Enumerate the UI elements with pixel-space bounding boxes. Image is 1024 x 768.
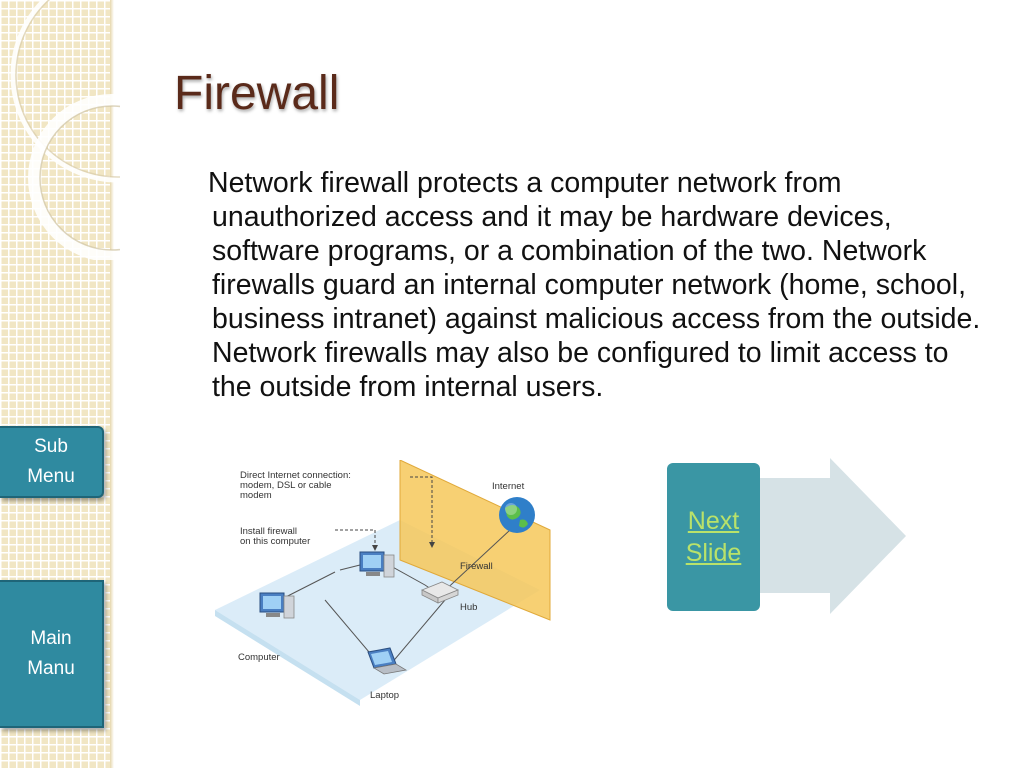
firewall-network-diagram: Direct Internet connection: modem, DSL o… [215, 460, 551, 706]
next-slide-link[interactable]: Next Slide [686, 505, 742, 569]
slide-title: Firewall [174, 67, 340, 120]
label-laptop: Laptop [370, 690, 399, 701]
label-computer: Computer [238, 652, 280, 663]
sub-menu-label-line2: Menu [27, 466, 75, 487]
sub-menu-label-line1: Sub [34, 436, 68, 457]
next-arrow-shape [760, 458, 906, 614]
label-direct-internet-2: modem, DSL or cable [240, 480, 332, 491]
firewall-computer-icon [359, 551, 395, 578]
firewall-wall [400, 460, 550, 620]
slide-body-text: Network firewall protects a computer net… [208, 167, 981, 403]
label-internet: Internet [492, 481, 525, 492]
computer-icon [259, 592, 295, 619]
label-install-firewall-2: on this computer [240, 536, 310, 547]
main-menu-button[interactable]: Main Manu [0, 580, 104, 728]
sub-menu-button[interactable]: Sub Menu [0, 426, 104, 498]
label-direct-internet-1: Direct Internet connection: [240, 470, 351, 481]
main-menu-label-line1: Main [30, 628, 72, 649]
main-menu-label-line2: Manu [27, 658, 75, 679]
label-hub: Hub [460, 602, 477, 613]
hub-icon [421, 581, 459, 604]
label-install-firewall-1: Install firewall [240, 526, 297, 537]
laptop-icon [367, 647, 408, 675]
decorative-circles [10, 0, 120, 260]
label-firewall: Firewall [460, 561, 493, 572]
sidebar-edge [110, 0, 114, 768]
next-slide-label-line1: Next [687, 507, 740, 535]
label-direct-internet-3: modem [240, 490, 272, 501]
next-slide-label-line2: Slide [685, 539, 742, 567]
next-slide-button[interactable]: Next Slide [667, 463, 760, 611]
